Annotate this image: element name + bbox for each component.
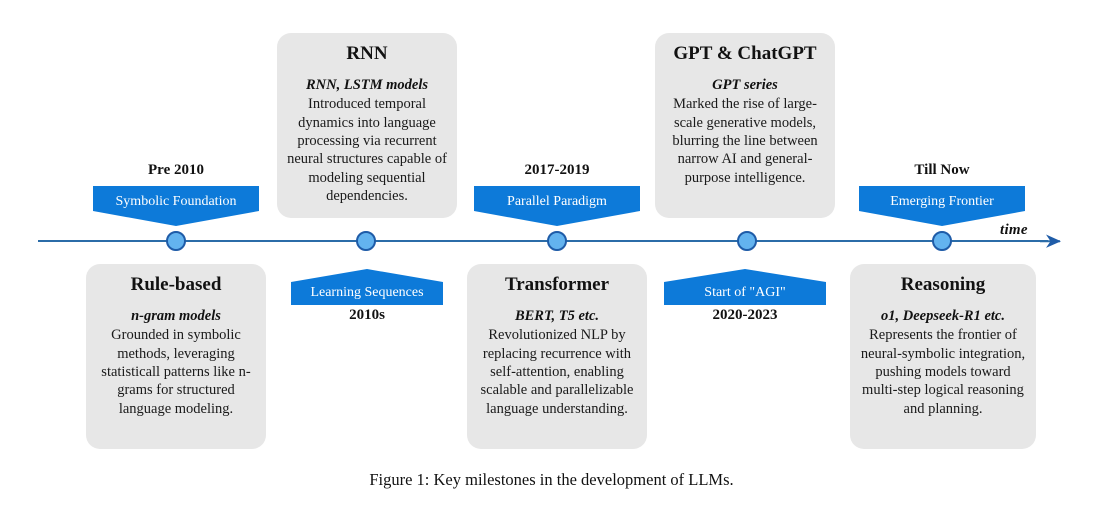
card-2: Transformer BERT, T5 etc. Revolutionized… (467, 264, 647, 449)
banner-chevron-down-icon (93, 186, 259, 226)
banner-0[interactable]: Symbolic Foundation (93, 186, 259, 226)
timeline-node-1[interactable] (356, 231, 376, 251)
card-4: Reasoning o1, Deepseek-R1 etc. Represent… (850, 264, 1036, 449)
banner-chevron-up-icon (664, 269, 826, 305)
era-label-2: 2017-2019 (524, 162, 590, 178)
banner-2[interactable]: Parallel Paradigm (474, 186, 640, 226)
axis-label-time: time (1000, 222, 1028, 238)
figure-caption: Figure 1: Key milestones in the developm… (369, 470, 734, 489)
card-body-4: Represents the frontier of neural-symbol… (860, 327, 1026, 417)
era-label-4: Till Now (914, 162, 970, 178)
timeline-node-4[interactable] (932, 231, 952, 251)
timeline-axis (38, 240, 1048, 242)
banner-label-4: Emerging Frontier (890, 194, 994, 209)
banner-label-1: Learning Sequences (310, 285, 424, 300)
card-subtitle-1: RNN, LSTM models (305, 76, 429, 93)
timeline-arrow-icon (1040, 234, 1061, 248)
card-body-2: Revolutionized NLP by replacing recurren… (480, 327, 634, 417)
card-1: RNN RNN, LSTM models Introduced temporal… (277, 33, 457, 218)
era-label-0: Pre 2010 (148, 162, 204, 178)
timeline-node-2[interactable] (547, 231, 567, 251)
banner-label-0: Symbolic Foundation (115, 194, 237, 209)
card-subtitle-0: n-gram models (131, 307, 221, 324)
banner-chevron-down-icon (474, 186, 640, 226)
card-body-0: Grounded in symbolic methods, leveraging… (101, 327, 251, 417)
card-3: GPT & ChatGPT GPT series Marked the rise… (655, 33, 835, 218)
era-label-3: 2020-2023 (712, 307, 778, 323)
timeline-node-0[interactable] (166, 231, 186, 251)
card-title-0: Rule-based (130, 274, 222, 295)
timeline-node-3[interactable] (737, 231, 757, 251)
card-title-2: Transformer (504, 274, 610, 295)
banner-label-3: Start of "AGI" (704, 285, 786, 300)
card-subtitle-3: GPT series (712, 76, 778, 93)
card-title-3: GPT & ChatGPT (673, 43, 817, 64)
banner-4[interactable]: Emerging Frontier (859, 186, 1025, 226)
banner-chevron-down-icon (859, 186, 1025, 226)
card-subtitle-2: BERT, T5 etc. (514, 307, 600, 324)
banner-1[interactable]: Learning Sequences (291, 269, 443, 305)
card-subtitle-4: o1, Deepseek-R1 etc. (880, 307, 1005, 324)
card-body-1: Introduced temporal dynamics into langua… (287, 96, 447, 204)
card-0: Rule-based n-gram models Grounded in sym… (86, 264, 266, 449)
banner-3[interactable]: Start of "AGI" (664, 269, 826, 305)
card-body-3: Marked the rise of large-scale generativ… (672, 96, 818, 186)
era-label-1: 2010s (349, 307, 385, 323)
banner-label-2: Parallel Paradigm (507, 194, 607, 209)
banner-chevron-up-icon (291, 269, 443, 305)
card-title-4: Reasoning (900, 274, 986, 295)
card-title-1: RNN (346, 43, 388, 64)
